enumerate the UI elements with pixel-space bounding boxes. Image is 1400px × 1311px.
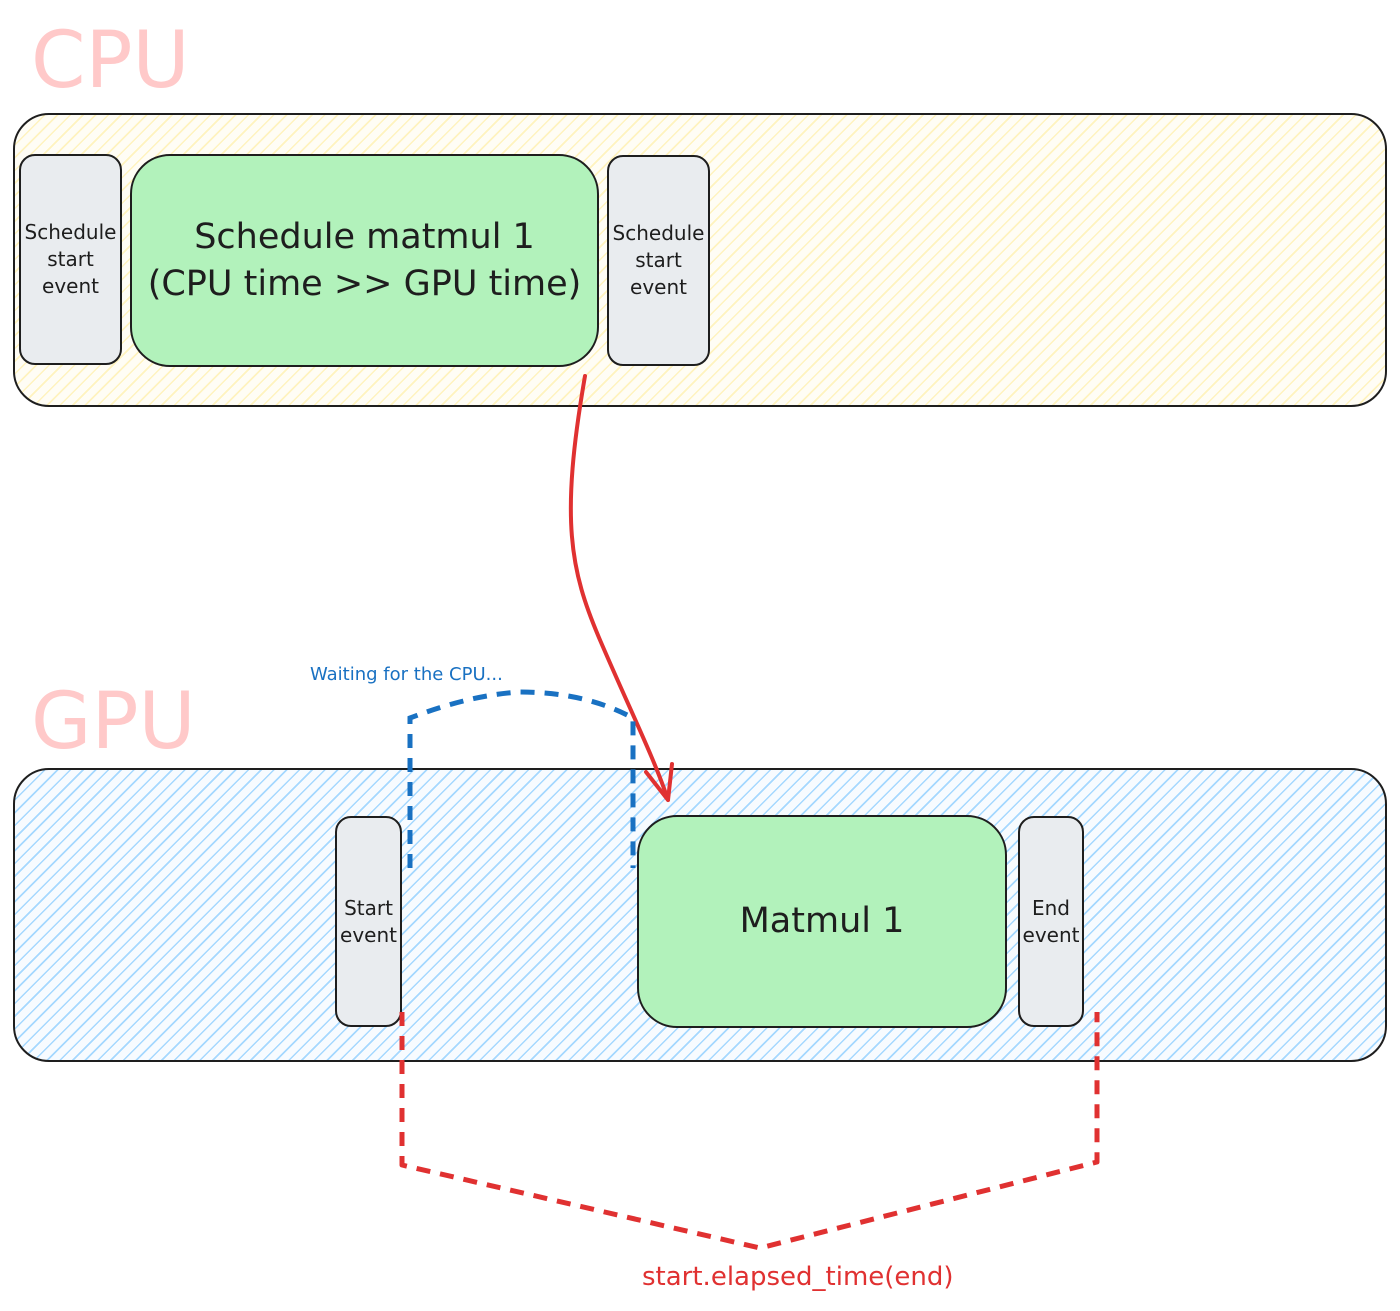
schedule-matmul-box: Schedule matmul 1 (CPU time >> GPU time) [130,154,599,367]
waiting-label: Waiting for the CPU... [310,664,503,685]
cpu-lane-title: CPU [31,16,190,106]
gpu-lane-title: GPU [31,677,196,767]
elapsed-bracket [399,1012,1100,1251]
schedule-start-event-box-2: Schedule start event [607,155,710,366]
matmul-box: Matmul 1 [637,815,1007,1028]
end-event-box: End event [1018,816,1084,1027]
dispatch-arrowhead [644,762,674,802]
schedule-start-event-box: Schedule start event [19,154,122,365]
dispatch-arrow [568,374,670,802]
wait-bracket [407,689,636,868]
elapsed-time-label: start.elapsed_time(end) [642,1262,954,1292]
start-event-box: Start event [335,816,402,1027]
